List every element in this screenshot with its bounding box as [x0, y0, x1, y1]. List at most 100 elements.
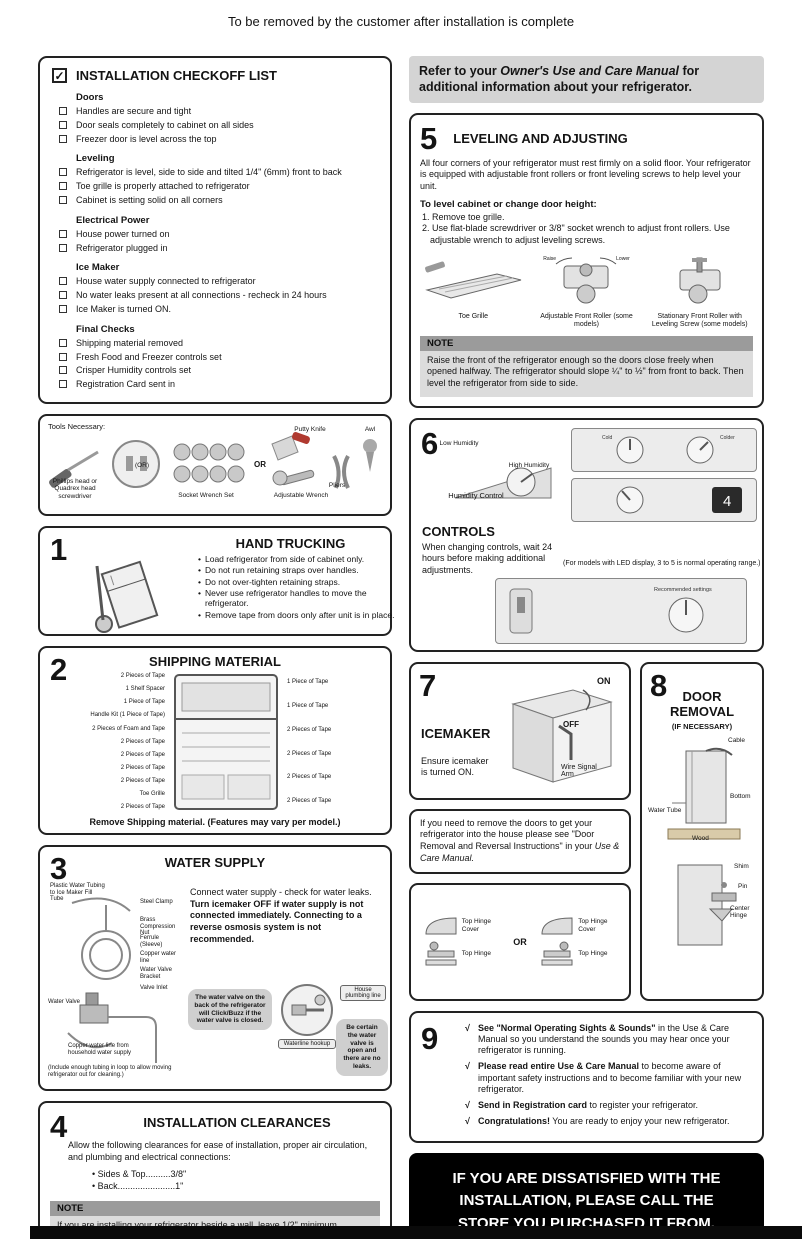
section-title: ICEMAKER — [421, 725, 491, 741]
section-installation-clearances: 4 INSTALLATION CLEARANCES Allow the foll… — [38, 1100, 392, 1239]
top-hinge-illustration — [541, 941, 573, 966]
refer-prefix: Refer to your — [419, 64, 501, 78]
door-bottom-illustration — [667, 747, 741, 840]
note-text: Raise the front of the refrigerator enou… — [420, 350, 753, 397]
shipping-label: 1 Piece of Tape — [123, 699, 165, 706]
check-icon: √ — [465, 1022, 470, 1033]
leveling-header: 5 LEVELING AND ADJUSTING — [420, 123, 753, 154]
shipping-footer: Remove Shipping material. (Features may … — [89, 816, 341, 827]
checklist-item: Toe grille is properly attached to refri… — [59, 181, 378, 192]
checklist-item: No water leaks present at all connection… — [59, 290, 378, 301]
section-number: 9 — [421, 1020, 439, 1056]
bullet-item: Never use refrigerator handles to move t… — [198, 588, 396, 609]
banner-text: IF YOU ARE DISSATISFIED WITH THE INSTALL… — [452, 1169, 721, 1232]
section-title: LEVELING AND ADJUSTING — [453, 130, 628, 146]
shipping-label: 2 Pieces of Tape — [120, 738, 165, 745]
icemaker-doorremoval-row: 7 ICEMAKER Ensure icemaker is turned ON.… — [409, 661, 764, 1001]
recommended-settings-label: Recommended settings — [654, 587, 712, 593]
high-humidity-label: High Humidity — [508, 461, 550, 469]
checkbox-icon — [59, 229, 67, 238]
manual-name: Owner's Use and Care Manual — [500, 64, 679, 78]
checkbox-icon — [59, 352, 67, 361]
clearance-item: • Back.......................1" — [92, 1181, 184, 1192]
section-title-line1: DOOR — [682, 688, 722, 704]
checklist-item: Registration Card sent in — [59, 379, 378, 390]
humidity-control-label: Humidity Control — [448, 490, 504, 500]
water-valve-label: Water Valve — [48, 998, 81, 1005]
section-number: 8 — [650, 667, 668, 703]
tools-illustration — [49, 431, 377, 489]
be-certain-note: Be certain the water valve is open and t… — [336, 1018, 388, 1076]
section-icemaker: 7 ICEMAKER Ensure icemaker is turned ON.… — [409, 661, 631, 800]
door-bottom-diagram: Cable Bottom Water Tube Wood — [646, 735, 758, 853]
hinge-diagram-box: Top Hinge Cover Top Hinge OR — [409, 882, 631, 1001]
final-step-lead: Please read entire Use & Care Manual — [477, 1061, 640, 1072]
recommended-settings-panel: Recommended settings — [495, 577, 747, 644]
bullet-item: Do not run retaining straps over handles… — [198, 565, 396, 576]
shipping-label: 2 Pieces of Tape — [287, 750, 332, 757]
recommended-settings-illustration: Recommended settings — [509, 587, 712, 634]
checklist-item-label: Freezer door is level across the top — [76, 133, 217, 144]
valve-inlet-label: Valve Inlet — [140, 984, 168, 991]
note-label: NOTE — [50, 1201, 380, 1217]
installation-checkoff-list: ✓ INSTALLATION CHECKOFF LIST Doors Handl… — [38, 56, 392, 404]
bullet-item: Remove tape from doors only after unit i… — [198, 610, 396, 621]
check-icon: √ — [465, 1116, 470, 1127]
or-label: OR — [513, 936, 527, 947]
checklist-item: Fresh Food and Freezer controls set — [59, 352, 378, 363]
icemaker-body: Ensure icemaker is turned ON. — [421, 755, 489, 778]
checkbox-icon — [59, 338, 67, 347]
shipping-label: 2 Pieces of Tape — [287, 774, 332, 781]
checklist-item-label: Handles are secure and tight — [76, 106, 192, 116]
shipping-label: 1 Piece of Tape — [287, 678, 329, 685]
section-title: SHIPPING MATERIAL — [149, 653, 281, 669]
water-tube-label: Water Tube — [648, 806, 682, 814]
checklist-item: Refrigerator plugged in — [59, 243, 378, 254]
checkbox-icon — [59, 195, 67, 204]
putty-knife-label: Putty Knife — [294, 425, 326, 433]
final-step-lead: See "Normal Operating Sights & Sounds" — [477, 1022, 656, 1033]
checklist-item: Refrigerator is level, side to side and … — [59, 167, 378, 178]
final-step-text: Please read entire Use & Care Manual to … — [478, 1061, 752, 1095]
shipping-label: 2 Pieces of Tape — [287, 726, 332, 733]
top-hinge-cover-illustration — [425, 917, 457, 935]
section-number: 7 — [419, 667, 437, 703]
control-panel-bottom: 4 — [571, 477, 757, 522]
checklist-item-label: Cabinet is setting solid on all corners — [76, 194, 223, 205]
checkbox-icon — [59, 291, 67, 300]
toe-grille-illustration — [425, 261, 522, 299]
section-number: 2 — [50, 651, 68, 687]
checklist-item-label: Door seals completely to cabinet on all … — [76, 119, 254, 130]
checklist-item: Freezer door is level across the top — [59, 134, 378, 145]
top-hinge-label: Top Hinge — [461, 949, 492, 957]
shipping-label: 1 Shelf Spacer — [125, 686, 165, 693]
section-leveling-adjusting: 5 LEVELING AND ADJUSTING All four corner… — [409, 112, 764, 408]
check-icon: √ — [465, 1061, 470, 1072]
household-line-label: Copper water line from household water s… — [68, 1042, 132, 1056]
checklist-item-label: No water leaks present at all connection… — [76, 290, 327, 301]
lower-label: Lower — [616, 255, 630, 262]
final-step-text: Send in Registration card to register yo… — [478, 1100, 698, 1111]
checkbox-icon — [59, 168, 67, 177]
checklist-item: Door seals completely to cabinet on all … — [59, 120, 378, 131]
section-door-removal: 8 DOOR REMOVAL (IF NECESSARY) Cable — [640, 661, 764, 1001]
checkbox-icon — [59, 277, 67, 286]
group-heading-icemaker: Ice Maker — [76, 262, 120, 274]
leveling-illustrations: Toe Grille Raise Lower Adjustable Front … — [420, 256, 753, 329]
checklist-item: Cabinet is setting solid on all corners — [59, 195, 378, 206]
checklist-item: Shipping material removed — [59, 338, 378, 349]
final-step: √ See "Normal Operating Sights & Sounds"… — [465, 1023, 752, 1057]
icemaker-illustration — [511, 689, 613, 783]
valve-click-note: The water valve on the back of the refri… — [188, 988, 272, 1031]
wood-label: Wood — [692, 834, 709, 842]
shipping-label: 2 Pieces of Tape — [120, 672, 165, 679]
checkbox-icon — [59, 304, 67, 313]
leveling-intro: All four corners of your refrigerator mu… — [420, 157, 751, 191]
stationary-roller-figure: Stationary Front Roller with Leveling Sc… — [646, 256, 753, 329]
intro-regular: Connect water supply - check for water l… — [190, 886, 372, 897]
controls-body: When changing controls, wait 24 hours be… — [422, 541, 553, 576]
checklist-item-label: Ice Maker is turned ON. — [76, 303, 172, 314]
loop-note: (Include enough tubing in loop to allow … — [48, 1064, 172, 1078]
checklist-item: House power turned on — [59, 229, 378, 240]
